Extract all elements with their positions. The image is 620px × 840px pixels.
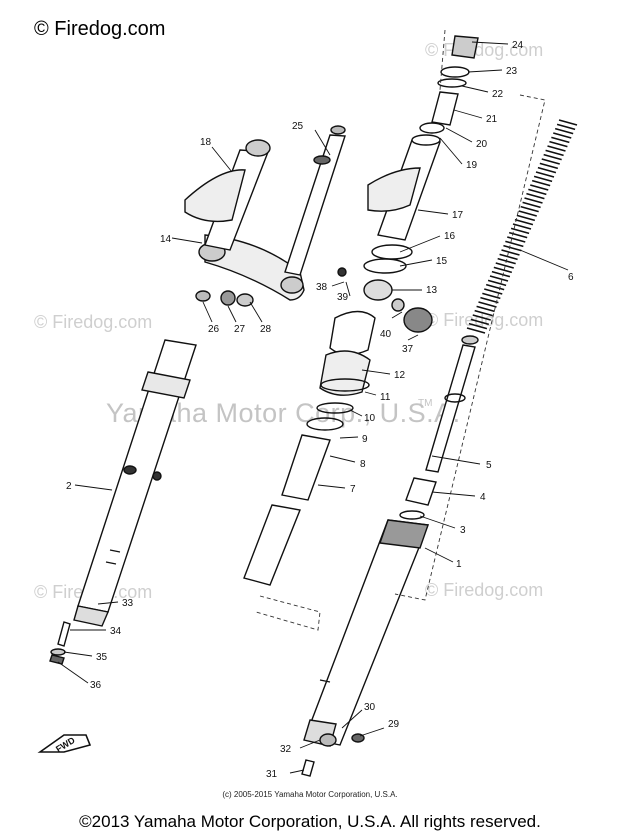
part-label: 5 <box>486 460 492 471</box>
part-label: 39 <box>337 292 349 303</box>
part-label: 33 <box>122 598 134 609</box>
fork-cap-bolt <box>419 35 479 134</box>
part-label: 40 <box>380 329 392 340</box>
part-label: 22 <box>492 89 504 100</box>
part-label: 6 <box>568 272 574 283</box>
seal-rings <box>363 244 413 301</box>
part-label: 15 <box>436 256 448 267</box>
part-label: 12 <box>394 370 406 381</box>
rod-seat <box>399 477 437 520</box>
part-label: 1 <box>456 559 462 570</box>
part-label: 2 <box>66 481 72 492</box>
copyright-small: (c) 2005-2015 Yamaha Motor Corporation, … <box>222 790 398 799</box>
part-label: 10 <box>364 413 376 424</box>
steering-stem <box>284 125 346 276</box>
part-label: 25 <box>292 121 304 132</box>
fork-outer-tube-left <box>73 339 197 627</box>
part-label: 19 <box>466 160 478 171</box>
part-label: 14 <box>160 234 172 245</box>
bracket-small-parts <box>195 290 254 307</box>
upper-cover-left <box>184 139 271 251</box>
copyright-notice: ©2013 Yamaha Motor Corporation, U.S.A. A… <box>79 812 541 831</box>
part-label: 31 <box>266 769 278 780</box>
forward-arrow-icon <box>37 734 92 753</box>
part-label: 23 <box>506 66 518 77</box>
fork-boot <box>306 310 376 431</box>
part-label: 16 <box>444 231 456 242</box>
fork-bottom-bolt-left <box>49 621 71 665</box>
inner-tube <box>243 434 331 586</box>
part-label: 11 <box>380 392 391 403</box>
part-label: 35 <box>96 652 108 663</box>
part-label: 28 <box>260 324 272 335</box>
part-number-labels: 24 23 22 21 20 19 17 16 15 13 6 37 12 11… <box>54 40 574 780</box>
part-label: 30 <box>364 702 376 713</box>
part-label: 18 <box>200 137 212 148</box>
part-label: 34 <box>110 626 122 637</box>
part-label: 17 <box>452 210 464 221</box>
part-label: 4 <box>480 492 486 503</box>
part-label: 29 <box>388 719 400 730</box>
part-label: 3 <box>460 525 466 536</box>
fork-spring <box>466 119 578 334</box>
part-label: 27 <box>234 324 246 335</box>
part-label: 20 <box>476 139 488 150</box>
part-label: 26 <box>208 324 220 335</box>
part-label: 24 <box>512 40 524 51</box>
fork-cover-tube <box>367 134 441 241</box>
leader-lines <box>57 41 569 774</box>
part-label: 13 <box>426 285 438 296</box>
assembly-guide-lines <box>255 29 546 631</box>
firedog-ghost-watermark: © Firedog.com <box>425 310 544 330</box>
damper-rod <box>425 335 479 473</box>
trademark-mark: TM <box>418 398 433 409</box>
firedog-ghost-watermark: © Firedog.com <box>425 580 544 600</box>
firedog-watermark: © Firedog.com <box>34 18 166 40</box>
part-label: 32 <box>280 744 292 755</box>
part-label: 7 <box>350 484 356 495</box>
firedog-ghost-watermark: © Firedog.com <box>34 312 153 332</box>
oil-seal <box>337 267 433 333</box>
part-label: 8 <box>360 459 366 470</box>
part-label: 36 <box>90 680 102 691</box>
part-label: 21 <box>486 114 498 125</box>
fork-outer-tube-right <box>303 519 429 747</box>
part-label: 9 <box>362 434 368 445</box>
part-label: 38 <box>316 282 328 293</box>
part-label: 37 <box>402 344 414 355</box>
